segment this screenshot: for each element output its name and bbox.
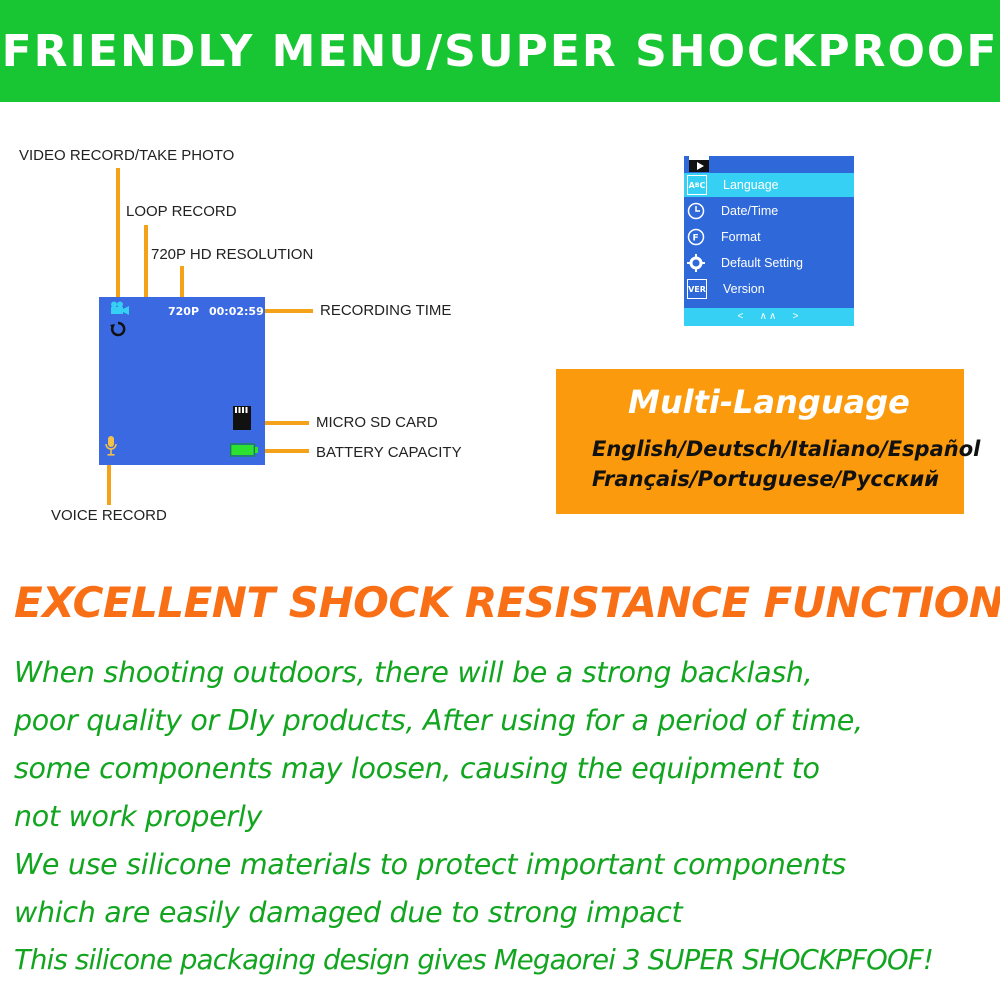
menu-item-label: Format [721,230,761,244]
callout-line-voice [107,465,111,505]
callout-line-recording-time [265,309,313,313]
body-line: This silicone packaging design gives Meg… [14,944,934,976]
label-resolution: 720P HD RESOLUTION [151,246,314,263]
body-line: poor quality or DIy products, After usin… [14,704,863,737]
multi-language-box: Multi-Language English/Deutsch/Italiano/… [556,369,980,514]
menu-item-label: Default Setting [721,256,803,270]
camera-screen: 720P 00:02:59 [99,297,265,465]
menu-item-date-time[interactable]: Date/Time [684,199,854,223]
callout-line-video [116,168,120,300]
multi-language-line-1: English/Deutsch/Italiano/Español [592,437,981,461]
body-line: When shooting outdoors, there will be a … [14,656,813,689]
menu-nav-bar[interactable]: < ∧∧ > [684,308,854,326]
menu-item-format[interactable]: F Format [684,225,854,249]
svg-text:F: F [693,234,699,244]
shock-resistance-headline: EXCELLENT SHOCK RESISTANCE FUNCTION [14,578,1000,627]
callout-line-battery [265,449,309,453]
label-recording-time: RECORDING TIME [320,302,452,319]
body-line: not work properly [14,800,263,833]
callout-line-resolution [180,266,184,300]
top-banner: FRIENDLY MENU/SUPER SHOCKPROOF [0,0,1000,102]
gear-icon [687,254,705,272]
loop-record-icon [110,321,126,337]
menu-header [684,156,854,174]
label-micro-sd: MICRO SD CARD [316,414,438,431]
label-voice-record: VOICE RECORD [51,507,167,524]
menu-item-default-setting[interactable]: Default Setting [684,251,854,275]
callout-line-loop-vertical [144,225,148,331]
body-line: We use silicone materials to protect imp… [14,848,846,881]
microphone-icon [105,436,117,456]
body-line: some components may loosen, causing the … [14,752,820,785]
multi-language-title: Multi-Language [628,383,910,421]
body-line: which are easily damaged due to strong i… [14,896,683,929]
movie-clapper-icon [689,156,709,172]
screen-time: 00:02:59 [209,305,264,318]
label-battery: BATTERY CAPACITY [316,444,462,461]
screen-resolution: 720P [168,305,200,318]
banner-title: FRIENDLY MENU/SUPER SHOCKPROOF [1,25,999,77]
menu-item-label: Language [723,178,779,192]
version-icon: VER [687,279,707,299]
callout-line-micro-sd [265,421,309,425]
clock-icon [687,202,705,220]
label-video-record: VIDEO RECORD/TAKE PHOTO [19,147,235,164]
micro-sd-icon [233,406,251,430]
menu-item-label: Version [723,282,765,296]
battery-icon [230,443,258,457]
format-icon: F [687,228,705,246]
menu-item-label: Date/Time [721,204,779,218]
menu-item-version[interactable]: VER Version [684,277,854,301]
multi-language-line-2: Français/Portuguese/Русский [592,467,939,491]
label-loop-record: LOOP RECORD [126,203,237,220]
video-camera-icon [111,301,129,315]
